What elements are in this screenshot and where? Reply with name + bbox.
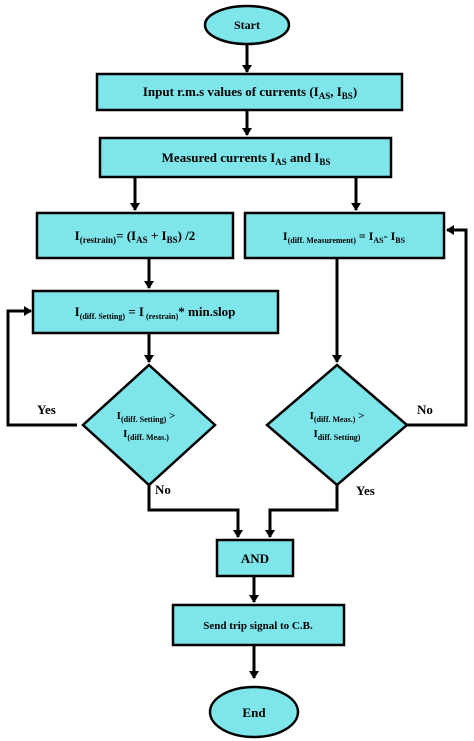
left-decision-diamond	[81, 363, 217, 487]
measured-currents-label: Measured currents IAS and IBS	[162, 150, 331, 167]
loop-right-no	[407, 225, 468, 427]
loop-left-yes	[6, 306, 77, 427]
start-terminal	[203, 4, 291, 46]
arrow-left-no-to-and	[147, 485, 243, 538]
restrain-current-box	[35, 211, 235, 260]
measured-currents-box	[98, 136, 393, 179]
input-process-label: Input r.m.s values of currents (IAS, IBS…	[143, 84, 357, 101]
right-yes-label: Yes	[356, 483, 375, 498]
end-label: End	[242, 705, 266, 720]
arrow-right-yes-to-and	[265, 485, 339, 538]
diff-measurement-box	[243, 211, 446, 260]
left-no-label: No	[155, 482, 171, 497]
right-no-label: No	[417, 402, 433, 417]
left-yes-label: Yes	[37, 402, 56, 417]
start-label: Start	[234, 18, 260, 32]
end-terminal	[208, 685, 300, 739]
trip-signal-label: Send trip signal to C.B.	[203, 620, 313, 632]
and-gate-label: AND	[241, 551, 269, 566]
right-decision-diamond	[265, 363, 409, 487]
input-process-box	[95, 72, 404, 112]
diff-setting-box	[31, 289, 280, 335]
trip-signal-box	[171, 603, 346, 647]
and-gate-box	[215, 538, 295, 578]
connectors	[6, 44, 468, 679]
